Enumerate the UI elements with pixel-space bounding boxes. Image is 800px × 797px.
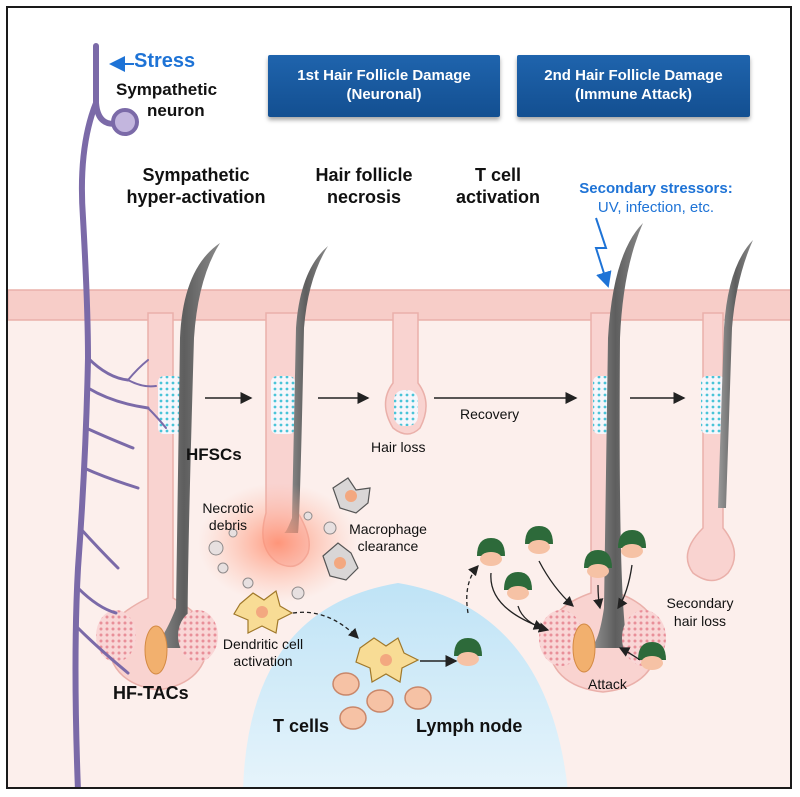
hair-loss-label: Hair loss [371,439,426,455]
stage-2-line2: necrosis [326,187,402,207]
hair-follicle-2 [198,246,358,603]
macrophage-label: Macrophage clearance [338,521,438,555]
activated-t-cells [454,526,666,670]
arrow-tcell-migration [466,565,479,614]
hair-follicle-3 [384,312,427,435]
stage-1: Sympathetic hyper-activation [106,164,286,208]
attack-arrows [490,560,641,661]
dendritic-line2: activation [233,653,293,669]
hf-tacs-label: HF-TACs [113,683,189,703]
stage-1-line1: Sympathetic [142,165,250,185]
banner-first-damage: 1st Hair Follicle Damage (Neuronal) [268,55,500,117]
macrophage-line2: clearance [357,538,419,554]
stage-2: Hair follicle necrosis [294,164,434,208]
banner-second-damage: 2nd Hair Follicle Damage (Immune Attack) [517,55,750,117]
recovery-label: Recovery [460,406,520,422]
banner-second-line1: 2nd Hair Follicle Damage [544,67,723,84]
necrotic-line1: Necrotic [202,500,254,516]
macrophage-line1: Macrophage [349,521,427,537]
sympathetic-neuron [72,43,167,787]
figure-frame: Stress Sympathetic neuron 1st Hair Folli… [6,6,792,789]
dendritic-line1: Dendritic cell [222,636,304,652]
diagram-canvas [8,43,790,787]
hair-follicle-5 [686,240,753,582]
hair-follicle-1 [96,243,220,691]
lightning-icon [594,217,612,288]
lymph-node-label: Lymph node [416,716,523,736]
stage-2-line1: Hair follicle [315,165,413,185]
secondary-loss-line1: Secondary [666,595,734,611]
dendritic-label: Dendritic cell activation [208,636,318,670]
secondary-hair-loss-label: Secondary hair loss [650,594,750,630]
neuron-soma [111,108,139,136]
stage-1-line2: hyper-activation [126,187,266,207]
necrotic-debris-label: Necrotic debris [188,500,268,534]
secondary-stressors-title: Secondary stressors: [579,180,733,197]
neuron-label-line1: Sympathetic [116,80,218,99]
neuron-label-line2: neuron [147,101,205,120]
attack-label: Attack [588,676,627,692]
t-cells-label: T cells [273,716,330,736]
stage-3-line2: activation [455,187,541,207]
arrow-dc-migration [292,611,359,639]
stage-3-line1: T cell [474,165,522,185]
secondary-stressors-detail: UV, infection, etc. [597,199,715,216]
stress-label: Stress [134,50,196,72]
necrotic-line2: debris [208,517,248,533]
dendritic-cell [233,589,420,683]
hfscs-label: HFSCs [186,445,242,464]
banner-first-line2: (Neuronal) [346,86,422,103]
secondary-loss-line2: hair loss [673,613,727,629]
naive-t-cells [332,672,432,730]
banner-second-line2: (Immune Attack) [575,86,692,103]
macrophage [322,477,371,581]
stage-3: T cell activation [438,164,558,208]
lymph-node [243,583,568,787]
banner-first-line1: 1st Hair Follicle Damage [297,67,471,84]
